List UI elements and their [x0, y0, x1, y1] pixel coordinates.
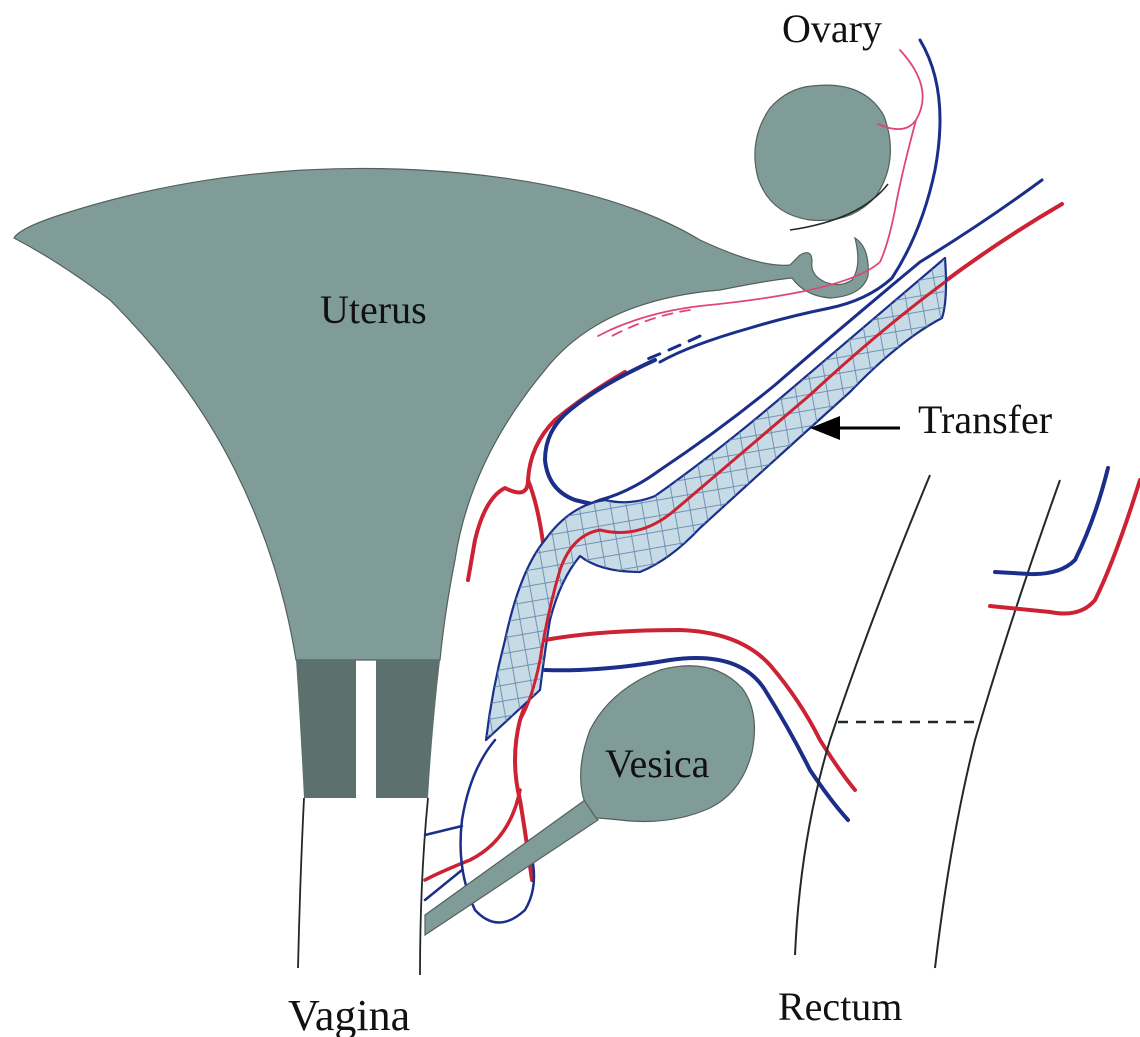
cervix-right: [376, 660, 440, 798]
right-artery-stub: [990, 480, 1140, 614]
rectum-left-wall: [795, 475, 930, 955]
arrow-left-icon: [810, 416, 900, 440]
ovarian-artery-dashed: [612, 310, 690, 336]
vagina-right-wall: [420, 798, 428, 975]
vagina-label: Vagina: [288, 991, 410, 1037]
right-vein-stub: [995, 468, 1108, 574]
rectum-label: Rectum: [778, 984, 902, 1029]
cervix-left: [296, 660, 356, 798]
ovarian-ligament: [792, 226, 850, 234]
transfer-label: Transfer: [918, 397, 1052, 442]
vesica-label: Vesica: [605, 741, 710, 786]
uterus-label: Uterus: [320, 287, 427, 332]
vagina-left-wall: [298, 798, 304, 968]
rectum-right-wall: [935, 480, 1060, 968]
ovary-body: [755, 85, 891, 220]
ovary-label: Ovary: [782, 6, 882, 51]
